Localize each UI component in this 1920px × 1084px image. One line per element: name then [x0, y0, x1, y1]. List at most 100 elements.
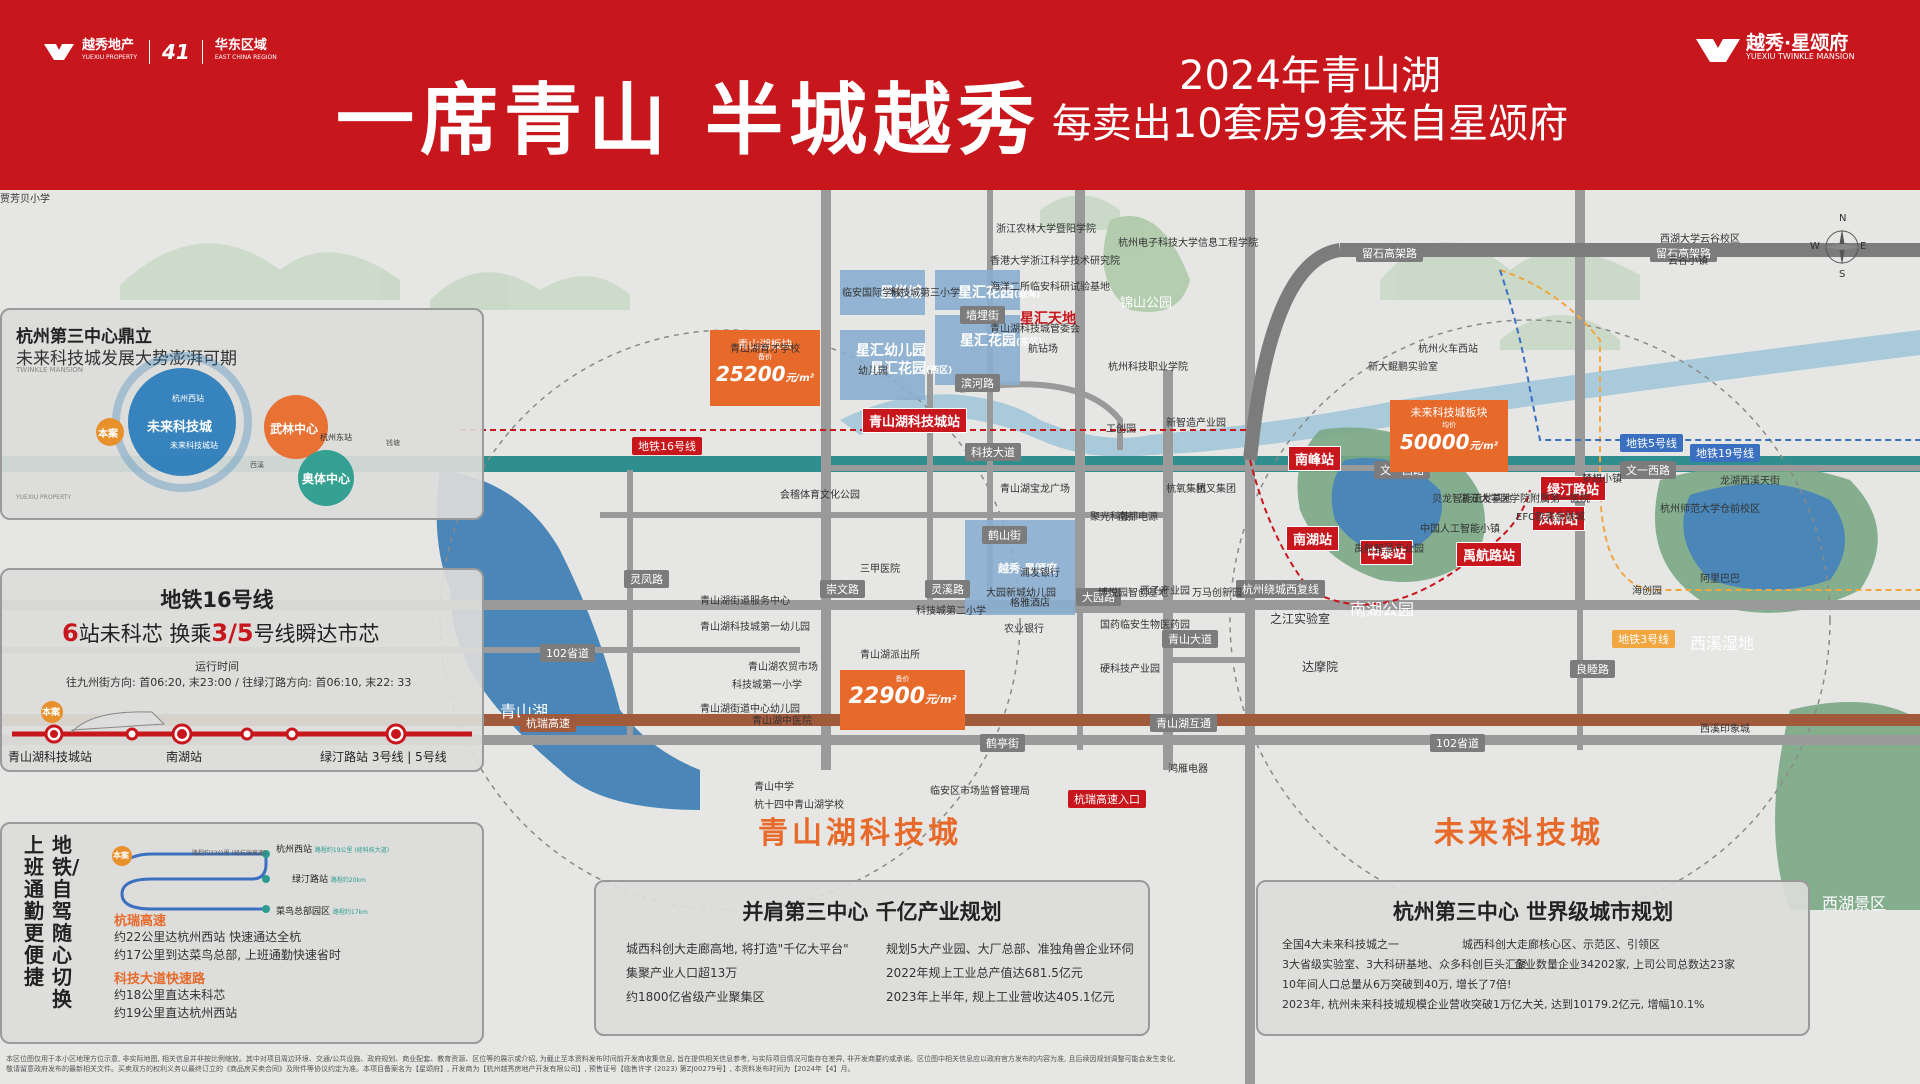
poi-label: 达摩院 — [1302, 660, 1339, 674]
industry-title: 并肩第三中心 千亿产业规划 — [742, 900, 1002, 924]
brand-right: 越秀·星颂府 YUEXIU TWINKLE MANSION — [1696, 34, 1855, 64]
city-title: 杭州第三中心 世界级城市规划 — [1392, 900, 1674, 924]
road-label: 102省道 — [1430, 734, 1485, 752]
poi-label: 临安区市场监督管理局 — [930, 786, 1030, 797]
road-label: 杭瑞高速入口 — [1068, 790, 1146, 808]
brand-right-en: YUEXIU TWINKLE MANSION — [1746, 52, 1855, 61]
city-item: 城西科创大走廊核心区、示范区、引领区 — [1462, 938, 1660, 951]
metro-station-tag: 凤新站 — [1532, 506, 1586, 531]
poi-label: 大园新城幼儿园 — [986, 588, 1056, 599]
poi-label: 浙江农林大学暨阳学院 — [996, 224, 1096, 235]
inset-label: 未来科技城站 — [170, 441, 218, 450]
commute-route-note: 路程约22公里 (经杭瑞高速) — [192, 850, 267, 857]
road-label: 留石高架路 — [1650, 244, 1717, 262]
poi-label: 万马创新园 — [1192, 588, 1242, 599]
inset-subtitle: 未来科技城发展大势澎湃可期 — [16, 349, 237, 369]
headline-line1: 2024年青山湖 — [1179, 53, 1441, 99]
road-label: 留石高架路 — [1356, 244, 1423, 262]
road-label: 地铁19号线 — [1690, 444, 1760, 462]
poi-label: 科技城第一小学 — [732, 680, 802, 691]
road-label: 文一西路 — [1620, 461, 1676, 479]
poi-label: 青山湖科技城管委会 — [990, 324, 1080, 335]
metro-panel: 地铁16号线 6站未科芯 换乘3/5号线瞬达市芯 运行时间 往九州街方向: 首0… — [0, 568, 484, 772]
metro-station-tag: 中泰站 — [1360, 540, 1414, 565]
inset-label: 西溪 — [250, 461, 264, 469]
city-panel: 杭州第三中心 世界级城市规划 全国4大未来科技城之一 城西科创大走廊核心区、示范… — [1256, 880, 1810, 1036]
inset-label: 杭州西站 — [172, 394, 204, 403]
jinshan-park-label: 锦山公园 — [1120, 296, 1173, 311]
poi-label: 新智造产业园 — [1166, 418, 1226, 429]
inset-watermark: TWINKLE MANSION — [16, 366, 83, 374]
road-label: 102省道 — [540, 644, 595, 662]
poi-label: 工创园 — [1106, 424, 1136, 435]
poi-label: 鸿雁电器 — [1168, 764, 1208, 775]
commute-dest: 菜鸟总部园区 路程约17km — [276, 904, 368, 917]
poi-label: 海洋二所临安科研试验基地 — [990, 282, 1110, 293]
poi-label: 杭州电子科技大学信息工程学院 — [1118, 238, 1258, 249]
city-item: 全国4大未来科技城之一 — [1282, 938, 1399, 951]
metro-station: 南湖站 — [166, 750, 203, 764]
metro-time-text: 往九州街方向: 首06:20, 末23:00 / 往绿汀路方向: 首06:10,… — [66, 676, 412, 689]
poi-label: 浦发银行 — [1020, 568, 1060, 579]
headline-line2: 每卖出10套房9套来自星颂府 — [1051, 101, 1569, 147]
brand-anniversary: 41 — [162, 40, 190, 64]
project-label: 星汇天地 — [1020, 311, 1076, 327]
poi-label: 青山湖宝龙广场 — [1000, 484, 1070, 495]
industry-panel: 并肩第三中心 千亿产业规划 城西科创大走廊高地, 将打造"千亿大平台" 集聚产业… — [594, 880, 1150, 1036]
poi-label: 三甲医院 — [860, 564, 900, 575]
road-label: 青山湖互通 — [1150, 714, 1217, 732]
price-card-qingshanhu: 青山湖板块 备价 25200元/m² — [710, 330, 820, 406]
road-label: 青山大道 — [1162, 630, 1218, 648]
price-card-title: 未来科技城板块 — [1410, 406, 1488, 419]
poi-label: 青山湖育才学校 — [730, 344, 800, 355]
project-label: 星汇花园(碧湾) — [958, 282, 1040, 302]
project-label-name: 星汇花园 — [958, 285, 1014, 301]
commute-dest-name: 绿汀路站 — [292, 875, 329, 885]
poi-label: 青山湖派出所 — [860, 650, 920, 661]
disclaimer: 本区位图仅用于本小区地理方位示意, 非实际地图, 相关信息并非按比例缩放。其中对… — [6, 1055, 1176, 1073]
metro-station-tag: 绿汀路站 — [1540, 476, 1607, 501]
inset-circle-future: 未来科技城 — [147, 420, 213, 435]
metro-station-tag: 禹航路站 — [1456, 542, 1523, 567]
commute-sec-title: 科技大道快速路 — [114, 972, 206, 987]
commute-subtitle-vertical: 地铁/自驾随心切换 — [52, 833, 80, 1011]
price-card-unit: 元/m² — [785, 373, 815, 384]
project-label-name: 星汇花园 — [960, 333, 1016, 349]
price-card-sub: 备价 — [758, 353, 772, 361]
industry-item: 规划5大产业园、大厂总部、准独角兽企业环伺 — [886, 942, 1134, 956]
project-label-sub: (西区) — [926, 366, 953, 376]
poi-label: 之江实验室 — [1270, 612, 1331, 626]
compass-icon: N E W S — [1810, 213, 1866, 280]
zone-qingshanhu-title: 青山湖科技城 — [758, 816, 962, 851]
price-card-future: 未来科技城板块 均价 50000元/m² — [1390, 400, 1508, 472]
commute-dest: 杭州西站 路程约19公里 (经科技大道) — [276, 842, 389, 855]
project-label: 星汇花园(东区) — [960, 330, 1042, 350]
inset-marker-project: 本案 — [98, 429, 118, 440]
poi-label: 航钻场 — [1028, 344, 1058, 355]
poi-label: 会稽体育文化公园 — [780, 490, 860, 501]
price-card-value: 50000 — [1399, 430, 1470, 454]
poi-label: 西溪印象城 — [1700, 724, 1750, 735]
price-card-value: 25200 — [715, 362, 786, 386]
road-label: 灵溪路 — [925, 580, 970, 598]
project-label: 星汇花园(西区) — [870, 358, 952, 378]
road-label: 鹤亭街 — [980, 734, 1025, 752]
xixi-wetland-label: 西溪湿地 — [1690, 634, 1755, 653]
poi-label: 博悦园智创基地 — [1098, 588, 1168, 599]
poi-label: 科技城第三小学 — [890, 288, 960, 299]
metro-marker-project: 本案 — [42, 708, 61, 718]
metro-subtitle-text1: 站未科芯 换乘 — [78, 622, 212, 646]
project-name-on-plot: 越秀·星颂府 — [998, 562, 1058, 575]
poi-label: 聚光科技 — [1090, 512, 1130, 523]
poi-label: 南都电源 — [1118, 512, 1158, 523]
poi-label: 贝龙智能研发基地 — [1432, 494, 1512, 505]
circle-future — [128, 368, 236, 476]
qingshan-lake — [436, 470, 700, 810]
poi-label: 杭氧集团 — [1166, 484, 1206, 495]
project-label: 星悦城 — [880, 285, 922, 301]
poi-label: 西湖大学云谷校区 — [1660, 234, 1740, 245]
commute-route-diagram — [112, 846, 270, 913]
inset-title: 杭州第三中心鼎立 — [16, 327, 152, 347]
poi-label: 香港大学浙江科学技术研究院 — [990, 256, 1120, 267]
project-label: 星汇幼儿园 — [856, 343, 926, 359]
